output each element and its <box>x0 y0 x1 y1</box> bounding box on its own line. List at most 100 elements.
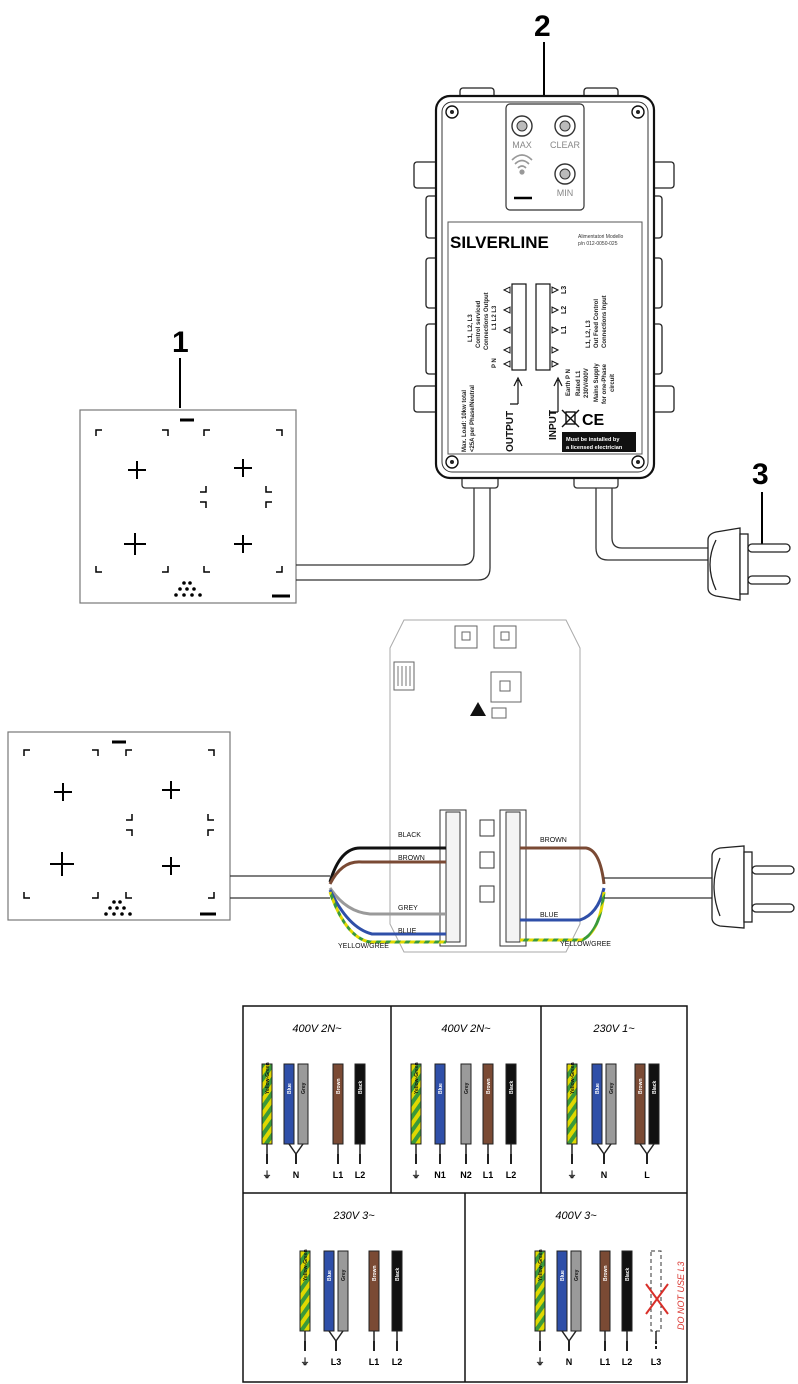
model-line-1: Alimentatori Modello <box>578 234 624 240</box>
output-l123: L1, L2, L3 <box>468 314 474 342</box>
wire-name: Grey <box>341 1269 347 1281</box>
input-volt: 230V/400V <box>584 368 590 398</box>
model-line-2: p/n 012-0050-025 <box>578 241 618 247</box>
terminal-label: L1 <box>600 1357 611 1367</box>
wire-grey <box>570 1250 582 1332</box>
wire-name: Brown <box>486 1078 492 1094</box>
wire-name: Brown <box>638 1078 644 1094</box>
wire-label-yellow-green-left: YELLOW/GREE <box>338 943 389 950</box>
cell-title: 400V 3~ <box>555 1210 597 1222</box>
terminal-label: L2 <box>355 1170 366 1180</box>
max-button <box>511 115 533 137</box>
wire-blue <box>323 1250 335 1332</box>
terminal-label: N <box>566 1357 573 1367</box>
wire-label-brown-left: BROWN <box>398 855 425 862</box>
wire-label-brown-right: BROWN <box>540 837 567 844</box>
wire-name: Grey <box>301 1082 307 1094</box>
wire-black <box>354 1063 366 1145</box>
wire-name: Grey <box>609 1082 615 1094</box>
input-earth: Earth P N <box>566 369 572 396</box>
cooktop-bottom <box>7 731 231 921</box>
wire-name: Blue <box>327 1270 333 1281</box>
wire-dashed <box>650 1250 662 1332</box>
output-controlled: Control serviced <box>476 300 482 348</box>
output-terminal-block <box>502 283 527 371</box>
wire-name: Black <box>652 1080 658 1094</box>
callout-2: 2 <box>534 10 551 43</box>
brand-label: SILVERLINE <box>450 233 549 252</box>
wire-brown <box>368 1250 380 1332</box>
min-button <box>554 163 576 185</box>
wire-blue <box>591 1063 603 1145</box>
input-terminal-block <box>535 283 560 371</box>
mains-plug-top <box>707 527 791 601</box>
terminal-label: ⏚ <box>567 1170 576 1180</box>
clear-button <box>554 115 576 137</box>
wire-name: Yellow-Green <box>303 1249 309 1281</box>
wire-brown <box>599 1250 611 1332</box>
wire-name: Yellow-Green <box>414 1062 420 1094</box>
output-terminal-l123: L1 L2 L3 <box>492 305 498 330</box>
wire-name: Grey <box>464 1082 470 1094</box>
warning-1: Must be installed by <box>566 437 620 443</box>
terminal-label: ⏚ <box>300 1357 309 1367</box>
input-label: INPUT <box>548 410 559 440</box>
wire-grey <box>297 1063 309 1145</box>
input-l123: L1, L2, L3 <box>586 320 592 348</box>
callout-1: 1 <box>172 326 189 359</box>
wire-black <box>621 1250 633 1332</box>
terminal-label: N <box>601 1170 608 1180</box>
table-cell: 400V 2N~Yellow-Green⏚BlueN1GreyN2BrownL1… <box>410 1023 517 1180</box>
mains-plug-bottom <box>711 845 795 929</box>
cell-title: 230V 3~ <box>332 1210 375 1222</box>
input-rated: Rated L1 <box>576 370 582 396</box>
wire-label-yellow-green-right: YELLOW/GREE <box>560 941 611 948</box>
wire-blue <box>434 1063 446 1145</box>
wire-blue <box>283 1063 295 1145</box>
wire-name: Yellow-Green <box>538 1249 544 1281</box>
wire-grey <box>460 1063 472 1145</box>
wire-name: Black <box>509 1080 515 1094</box>
terminal-l1: L1 <box>561 326 568 334</box>
terminal-label: L3 <box>331 1357 342 1367</box>
callout-3: 3 <box>752 458 769 491</box>
wire-brown <box>634 1063 646 1145</box>
cell-title: 400V 2N~ <box>441 1023 491 1035</box>
max-load-1: Max. Load: 10kw total <box>462 390 468 452</box>
wire-name: Blue <box>438 1083 444 1094</box>
terminal-l2: L2 <box>561 306 568 314</box>
output-connections: Connections Output <box>484 292 490 350</box>
warning-2: a licensed electrician <box>566 445 623 451</box>
cell-title: 400V 2N~ <box>292 1023 342 1035</box>
input-connections: Connections Input <box>602 295 608 348</box>
mains-3: circuit <box>610 374 616 392</box>
do-not-use-note: DO NOT USE L3 <box>676 1261 686 1330</box>
wire-name: Blue <box>287 1083 293 1094</box>
wire-brown <box>482 1063 494 1145</box>
terminal-label: L3 <box>651 1357 662 1367</box>
wire-black <box>391 1250 403 1332</box>
terminal-label: N2 <box>460 1170 472 1180</box>
terminal-label: N <box>293 1170 300 1180</box>
cell-title: 230V 1~ <box>592 1023 635 1035</box>
output-pn: P N <box>492 358 498 368</box>
cross-mark <box>645 1283 669 1315</box>
cooktop-top <box>79 409 297 604</box>
min-label: MIN <box>557 188 574 198</box>
wire-black <box>648 1063 660 1145</box>
terminal-label: L <box>644 1170 650 1180</box>
wire-label-blue-left: BLUE <box>398 928 417 935</box>
max-load-2: <25A per Phase/Neutral <box>470 385 476 452</box>
wire-name: Black <box>395 1267 401 1281</box>
wire-name: Brown <box>372 1265 378 1281</box>
mains-2: for one-Phase <box>602 363 608 404</box>
terminal-l3: L3 <box>561 286 568 294</box>
wiring-diagram: BLACK BROWN GREY BLUE YELLOW/GREE BROWN … <box>7 619 795 953</box>
wire-name: Grey <box>574 1269 580 1281</box>
wire-grey <box>605 1063 617 1145</box>
wire-name: Brown <box>336 1078 342 1094</box>
